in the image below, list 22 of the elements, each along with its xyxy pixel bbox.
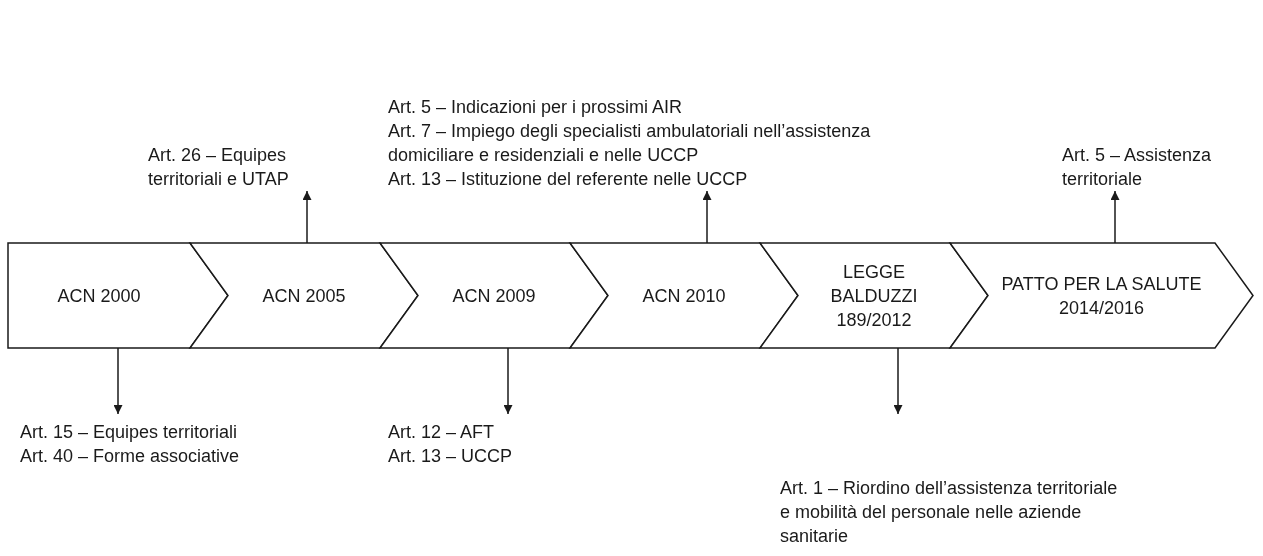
arrow	[702, 190, 712, 244]
annotation-text: Art. 15 – Equipes territoriali	[20, 421, 239, 444]
arrow	[302, 190, 312, 244]
annotation-text: Art. 7 – Impiego degli specialisti ambulatoriali nell’assistenza domiciliare e residenziali e nelle UCCP	[388, 120, 872, 167]
arrow	[503, 347, 513, 415]
milestone-label: ACN 2009	[452, 284, 536, 308]
milestone-label: ACN 2010	[642, 284, 726, 308]
annotation-text: Art. 26 – Equipes territoriali e UTAP	[148, 144, 290, 191]
annotation-text: Art. 13 – UCCP	[388, 445, 514, 468]
milestone-label: ACN 2000	[57, 284, 141, 308]
milestone-label: LEGGE BALDUZZI 189/2012	[829, 260, 919, 332]
annotation-text: Art. 13 – Istituzione del referente nelle UCCP	[388, 168, 749, 191]
annotation-text: Art. 40 – Forme associative	[20, 445, 241, 468]
annotation-text: Art. 5 – Indicazioni per i prossimi AIR	[388, 96, 684, 119]
milestone-label: PATTO PER LA SALUTE 2014/2016	[1000, 272, 1203, 320]
milestone-label: ACN 2005	[262, 284, 346, 308]
annotation-text: Art. 5 – Assistenza territoriale	[1062, 144, 1213, 191]
arrow	[113, 347, 123, 415]
annotation-text: Art. 12 – AFT	[388, 421, 496, 444]
annotation-text: Art. 1 – Riordino dell’assistenza territoriale e mobilità del personale nelle aziende sanitarie	[780, 477, 1119, 548]
arrow	[1110, 190, 1120, 244]
arrow	[893, 347, 903, 415]
